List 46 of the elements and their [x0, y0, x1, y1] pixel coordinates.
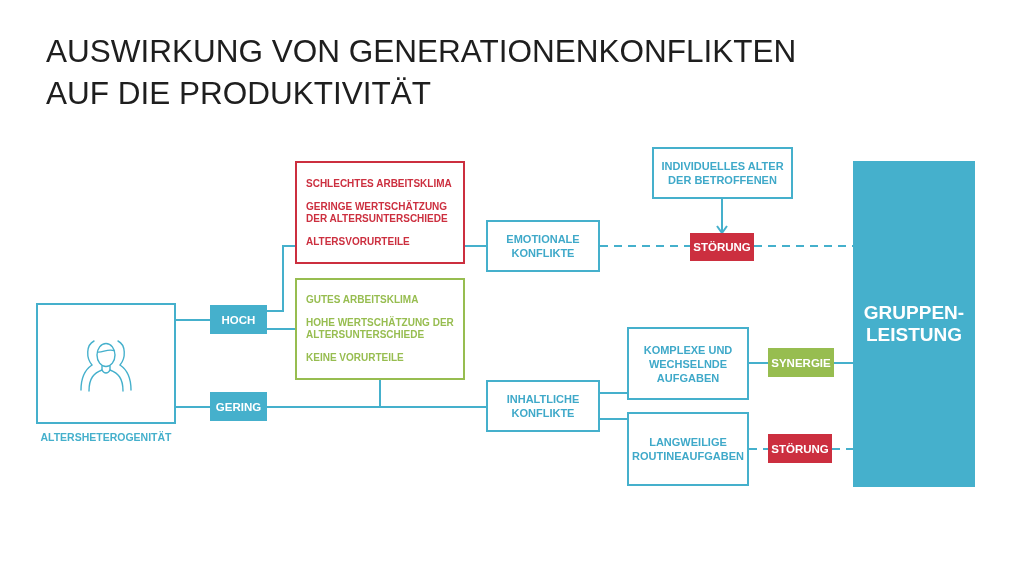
result-panel [853, 161, 975, 487]
process-box [627, 327, 749, 400]
slide-title: AUSWIRKUNG VON GENERATIONENKONFLIKTEN AUF DIE PRODUKTIVITÄT [46, 32, 798, 113]
process-box [486, 380, 600, 432]
list-item: GUTES ARBEITSKLIMA [306, 294, 419, 306]
node-label: INDIVIDUELLES ALTER DER BETROFFENEN [660, 159, 785, 187]
tag-box [768, 434, 832, 463]
connector-line [599, 418, 628, 420]
connector-line [266, 328, 296, 330]
list-item: ALTERSVORURTEILE [306, 235, 410, 248]
connector-line [464, 245, 487, 247]
dashed-connector [748, 448, 769, 450]
connector-line [599, 392, 628, 394]
list-item: KEINE VORURTEILE [306, 352, 404, 364]
list-item: SCHLECHTES ARBEITSKLIMA [306, 177, 452, 190]
connector-line [266, 245, 296, 312]
tag-label: STÖRUNG [693, 240, 751, 254]
list-item: HOHE WERTSCHÄTZUNG DER ALTERSUNTERSCHIEDE [306, 317, 454, 341]
connector-line [175, 319, 211, 321]
node-label: KOMPLEXE UND WECHSELNDE AUFGABEN [642, 342, 734, 385]
tag-label: HOCH [221, 312, 256, 327]
node-label: EMOTIONALE KONFLIKTE [505, 232, 581, 260]
process-box [486, 220, 600, 272]
node-heading: ALTERSHETEROGENITÄT [39, 431, 173, 444]
panel-label: GRUPPEN-LEISTUNG [862, 302, 966, 346]
tag-label: STÖRUNG [771, 441, 829, 456]
process-box [627, 412, 749, 486]
node-label: INHALTLICHE KONFLIKTE [505, 392, 581, 420]
process-box [652, 147, 793, 199]
tag-label: GERING [215, 399, 262, 414]
tag-box [768, 348, 834, 377]
connector-line [748, 362, 769, 364]
tag-box [210, 392, 267, 421]
list-item: GERINGE WERTSCHÄTZUNG DER ALTERSUNTERSCHIEDE [306, 200, 449, 225]
dashed-connector [599, 245, 691, 247]
condition-box [295, 161, 465, 264]
connector-line [175, 406, 211, 408]
dashed-connector [831, 448, 854, 450]
tag-box [690, 233, 754, 261]
arrow [716, 198, 728, 234]
tag-label: SYNERGIE [771, 355, 831, 370]
condition-box [295, 278, 465, 380]
node-label: LANGWEILIGE ROUTINEAUFGABEN [632, 435, 744, 463]
tag-box [210, 305, 267, 334]
connector-line [833, 362, 854, 364]
connector-line [379, 379, 487, 408]
